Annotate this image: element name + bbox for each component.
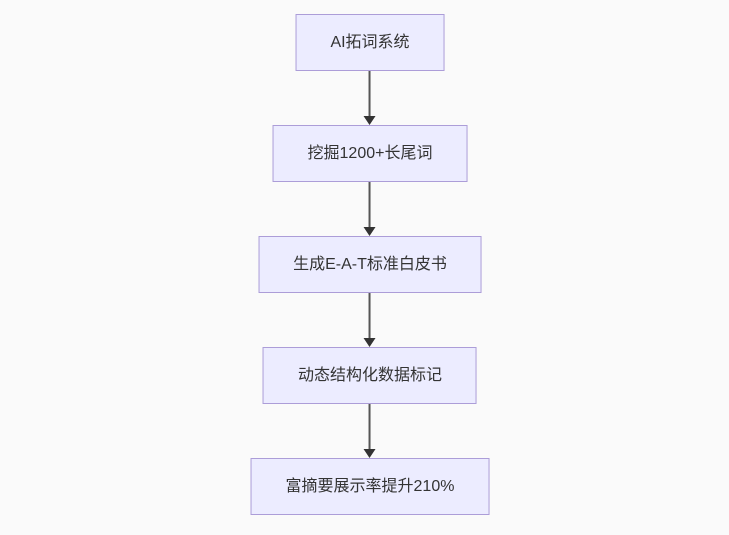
flowchart-column: AI拓词系统 挖掘1200+长尾词 生成E-A-T标准白皮书 动态结构化数据标记… bbox=[250, 14, 490, 515]
flow-edge-2 bbox=[364, 182, 376, 236]
edge-line bbox=[369, 71, 371, 116]
flow-node-ai-word-expansion-system: AI拓词系统 bbox=[295, 14, 445, 71]
arrowhead-down-icon bbox=[364, 116, 376, 125]
edge-line bbox=[369, 404, 371, 449]
edge-line bbox=[369, 293, 371, 338]
flow-node-rich-snippet-rate-increase: 富摘要展示率提升210% bbox=[250, 458, 490, 515]
arrowhead-down-icon bbox=[364, 449, 376, 458]
flow-node-mine-longtail-keywords: 挖掘1200+长尾词 bbox=[272, 125, 468, 182]
flow-node-dynamic-structured-data-markup: 动态结构化数据标记 bbox=[262, 347, 477, 404]
arrowhead-down-icon bbox=[364, 338, 376, 347]
edge-line bbox=[369, 182, 371, 227]
flow-edge-3 bbox=[364, 293, 376, 347]
flow-edge-4 bbox=[364, 404, 376, 458]
arrowhead-down-icon bbox=[364, 227, 376, 236]
flow-edge-1 bbox=[364, 71, 376, 125]
flow-node-generate-eat-whitepaper: 生成E-A-T标准白皮书 bbox=[258, 236, 482, 293]
